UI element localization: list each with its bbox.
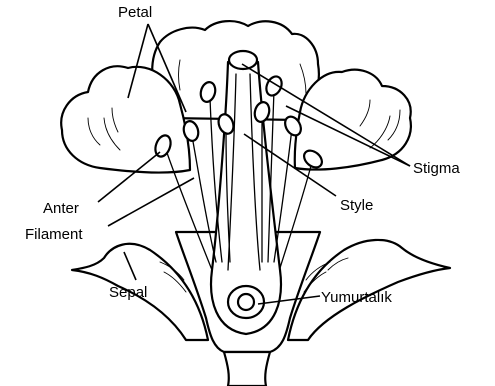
anter-label: Anter — [43, 200, 79, 217]
stigma — [229, 51, 257, 69]
petal-label: Petal — [118, 4, 152, 21]
ovule — [238, 294, 254, 310]
style-label: Style — [340, 197, 373, 214]
filament-leader — [108, 178, 194, 226]
stalk — [224, 352, 270, 386]
yumurtalik-label: Yumurtalık — [321, 289, 392, 306]
stigma-label: Stigma — [413, 160, 460, 177]
filament-label: Filament — [25, 226, 83, 243]
sepal-label: Sepal — [109, 284, 147, 301]
